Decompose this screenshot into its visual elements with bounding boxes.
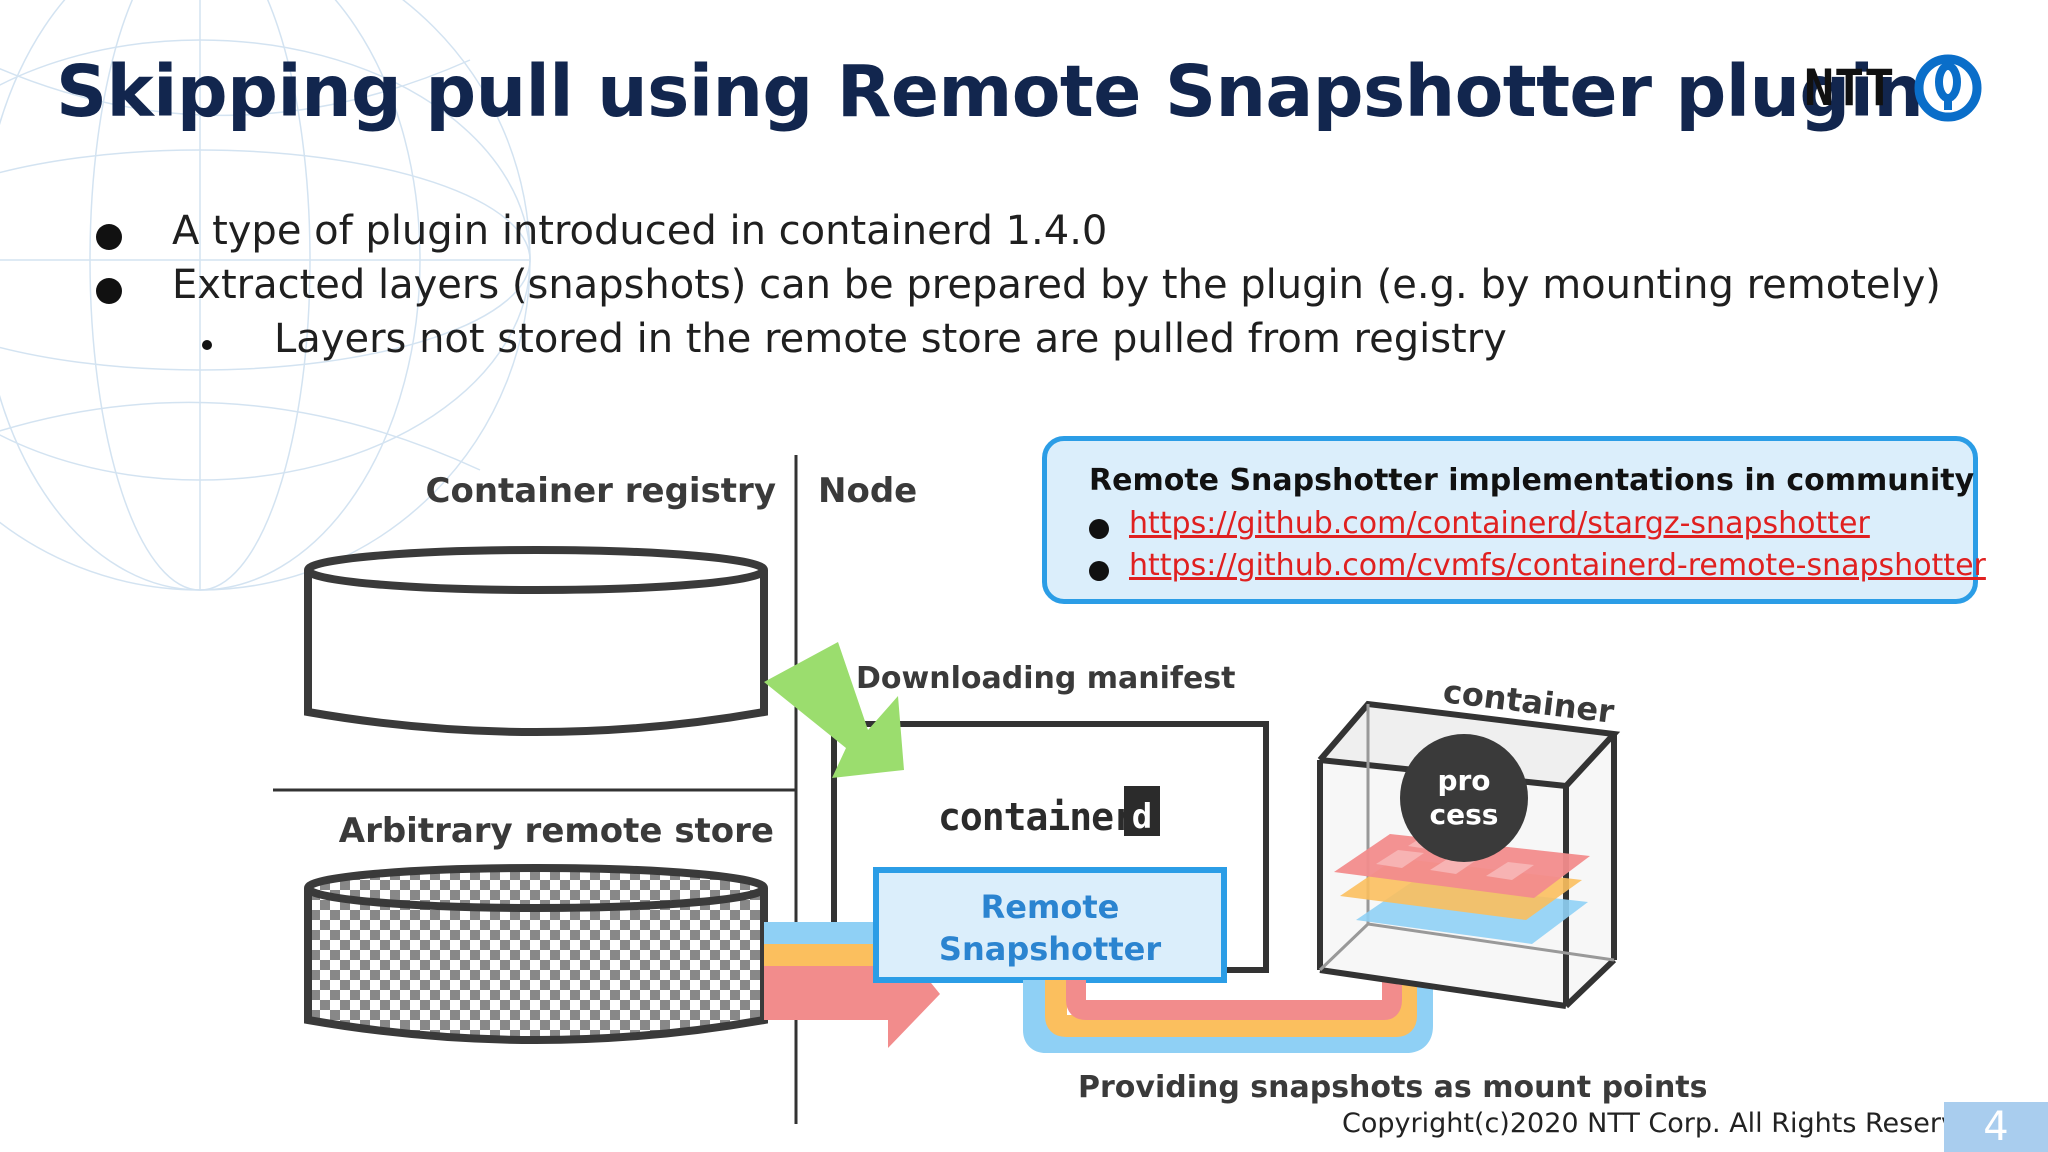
- remote-snapshotter-line1: Remote: [981, 888, 1120, 926]
- remote-store-label: Arbitrary remote store: [339, 811, 774, 851]
- stargz-snapshotter-link[interactable]: https://github.com/containerd/stargz-sna…: [1129, 506, 1870, 541]
- manifest-arrow: [764, 642, 904, 778]
- info-link-item: https://github.com/containerd/stargz-sna…: [1089, 506, 1973, 548]
- info-link-item: https://github.com/cvmfs/containerd-remo…: [1089, 548, 1986, 590]
- ntt-logo-icon: [1914, 54, 1982, 122]
- bullet-text: A type of plugin introduced in container…: [172, 208, 1108, 254]
- process-line1: pro: [1437, 764, 1490, 797]
- containerd-logo: container d: [938, 786, 1160, 839]
- bullet-dot: [96, 278, 122, 304]
- containerd-logo-box: [1124, 786, 1160, 836]
- container-registry-label: Container registry: [426, 471, 776, 511]
- slide-title: Skipping pull using Remote Snapshotter p…: [56, 50, 1924, 133]
- ntt-logo: NTT: [1804, 52, 1984, 124]
- bullet-dot: [1089, 519, 1109, 539]
- logo-text: NTT: [1804, 59, 1895, 117]
- process-line2: cess: [1430, 798, 1499, 831]
- bullet-dot: [96, 224, 122, 250]
- bullet-text: Extracted layers (snapshots) can be prep…: [172, 262, 1941, 308]
- providing-snapshots-label: Providing snapshots as mount points: [1078, 1070, 1708, 1105]
- remote-snapshotter-line2: Snapshotter: [939, 930, 1161, 968]
- copyright-text: Copyright(c)2020 NTT Corp. All Rights Re…: [1342, 1108, 2000, 1139]
- info-box-title: Remote Snapshotter implementations in co…: [1089, 463, 1975, 498]
- remote-store-cylinder: [304, 864, 768, 1044]
- containerd-logo-box-letter: d: [1132, 797, 1152, 837]
- page-number: 4: [1944, 1102, 2048, 1152]
- downloading-manifest-label: Downloading manifest: [856, 661, 1236, 696]
- remote-snapshotter-box: [873, 867, 1227, 983]
- process-circle: pro cess: [1400, 734, 1528, 862]
- bullet-dot: [1089, 561, 1109, 581]
- registry-cylinder: [304, 546, 768, 736]
- node-label: Node: [818, 471, 917, 511]
- snapshot-layers: [1334, 832, 1590, 944]
- implementations-info-box: Remote Snapshotter implementations in co…: [1042, 436, 1986, 604]
- sub-bullet-dot: [202, 340, 212, 350]
- sub-bullet-text: Layers not stored in the remote store ar…: [274, 316, 1507, 362]
- containerd-logo-text: container: [938, 795, 1135, 839]
- globe-background: [0, 0, 531, 591]
- cvmfs-remote-snapshotter-link[interactable]: https://github.com/cvmfs/containerd-remo…: [1129, 548, 1986, 583]
